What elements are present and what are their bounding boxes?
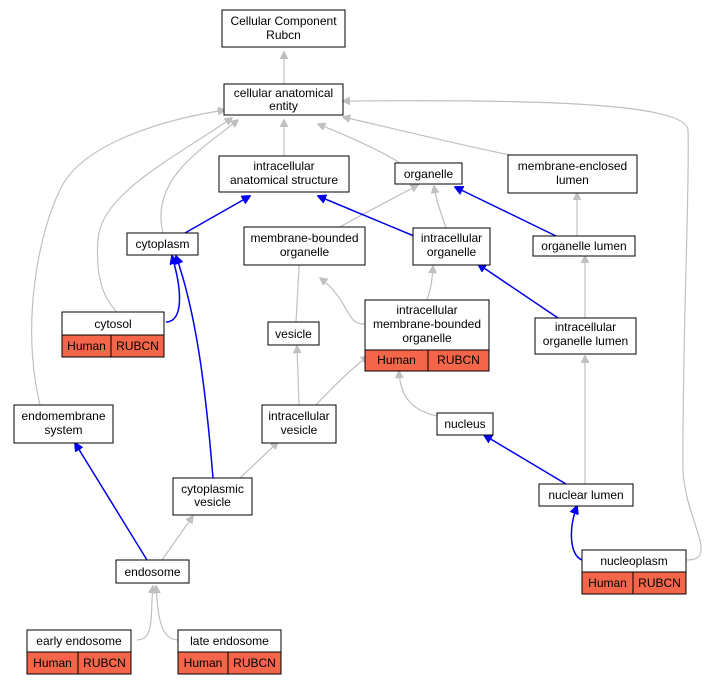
node-imbo-line-2: membrane-bounded — [373, 317, 481, 331]
edge-endosome-cv — [161, 516, 193, 561]
annotation-gene-late-endosome: RUBCN — [233, 656, 276, 670]
edge-nl-nucleus — [484, 435, 567, 485]
node-cytosol[interactable]: cytosol Human RUBCN — [61, 311, 165, 358]
node-nl-line-1: nuclear lumen — [548, 488, 623, 502]
edge-np-nl — [571, 506, 583, 561]
node-endo-line-1: endomembrane — [21, 409, 105, 423]
edges — [31, 52, 702, 641]
node-intracellular-organelle[interactable]: intracellular organelle — [412, 227, 491, 266]
edge-io-organelle — [434, 186, 447, 229]
node-nucleoplasm[interactable]: nucleoplasm Human RUBCN — [581, 549, 687, 595]
edge-iol-io — [478, 264, 559, 319]
node-late-endosome[interactable]: late endosome Human RUBCN — [177, 629, 282, 675]
node-endosome[interactable]: endosome — [115, 559, 190, 584]
edge-cytoplasm-ias — [184, 196, 250, 234]
node-iv-line-1: intracellular — [268, 409, 329, 423]
node-mel-line-1: membrane-enclosed — [518, 159, 627, 173]
edge-cv-iv — [239, 442, 278, 479]
edge-mel-cae — [343, 117, 511, 156]
node-cytoplasm-line-1: cytoplasm — [135, 237, 189, 251]
node-nucleus[interactable]: nucleus — [436, 412, 494, 436]
node-mbo-line-2: organelle — [280, 245, 330, 259]
node-imbo-line-3: organelle — [402, 331, 452, 345]
edge-imbo-io — [426, 266, 433, 301]
node-le-line-1: late endosome — [190, 634, 269, 648]
edge-le-endosome — [156, 586, 179, 641]
edge-endosome-endo — [75, 443, 148, 561]
node-cv-line-2: vesicle — [194, 495, 231, 509]
node-root[interactable]: Cellular Component Rubcn — [221, 9, 346, 48]
node-iv-line-2: vesicle — [281, 423, 318, 437]
node-iol-line-1: intracellular — [555, 320, 616, 334]
node-early-endosome[interactable]: early endosome Human RUBCN — [26, 629, 132, 675]
node-organelle[interactable]: organelle — [394, 162, 463, 185]
node-ol-line-1: organelle lumen — [541, 239, 626, 253]
edge-np-cae — [343, 101, 702, 561]
node-cytoplasm[interactable]: cytoplasm — [126, 232, 199, 256]
edge-endo-cae — [31, 110, 225, 406]
node-vesicle-line-1: vesicle — [275, 327, 312, 341]
node-intracellular-membrane-bounded-organelle[interactable]: intracellular membrane-bounded organelle… — [364, 299, 490, 372]
node-endosome-line-1: endosome — [124, 565, 180, 579]
node-endo-line-2: system — [44, 423, 82, 437]
node-cae-line-2: entity — [269, 99, 298, 113]
edge-ee-endosome — [136, 586, 153, 641]
node-iol-line-2: organelle lumen — [543, 334, 628, 348]
edge-ol-organelle — [455, 187, 557, 237]
node-organelle-line-1: organelle — [404, 167, 454, 181]
node-nucleus-line-1: nucleus — [444, 417, 485, 431]
annotation-species-nucleoplasm: Human — [588, 576, 627, 590]
node-mbo-line-1: membrane-bounded — [250, 231, 358, 245]
node-endomembrane-system[interactable]: endomembrane system — [13, 404, 114, 444]
node-cv-line-1: cytoplasmic — [181, 482, 244, 496]
node-cytosol-line-1: cytosol — [94, 317, 131, 331]
node-np-line-1: nucleoplasm — [600, 554, 667, 568]
edge-cytosol-cytoplasm — [165, 256, 181, 323]
node-cellular-anatomical-entity[interactable]: cellular anatomical entity — [223, 83, 344, 116]
edge-mbo-organelle — [335, 185, 418, 230]
annotation-gene-early-endosome: RUBCN — [83, 656, 126, 670]
annotation-species-cytosol: Human — [67, 339, 106, 353]
annotation-gene-cytosol: RUBCN — [116, 339, 159, 353]
node-intracellular-vesicle[interactable]: intracellular vesicle — [261, 404, 337, 444]
node-membrane-bounded-organelle[interactable]: membrane-bounded organelle — [243, 226, 366, 266]
node-intracellular-organelle-lumen[interactable]: intracellular organelle lumen — [534, 317, 637, 355]
edge-imbo-mbo — [320, 278, 366, 325]
node-cae-line-1: cellular anatomical — [234, 86, 333, 100]
edge-organelle-cae — [318, 124, 401, 164]
annotation-species-early-endosome: Human — [33, 656, 72, 670]
node-root-line-2: Rubcn — [266, 28, 301, 42]
node-ias-line-1: intracellular — [253, 159, 314, 173]
node-membrane-enclosed-lumen[interactable]: membrane-enclosed lumen — [507, 154, 638, 194]
node-intracellular-anatomical-structure[interactable]: intracellular anatomical structure — [218, 155, 350, 193]
edge-cytoplasm-cae — [160, 120, 238, 234]
edge-io-ias — [318, 196, 415, 237]
annotation-gene-nucleoplasm: RUBCN — [638, 576, 681, 590]
node-ee-line-1: early endosome — [36, 634, 122, 648]
node-io-line-2: organelle — [427, 245, 477, 259]
annotation-species-imbo: Human — [377, 353, 416, 367]
node-cytoplasmic-vesicle[interactable]: cytoplasmic vesicle — [172, 477, 253, 516]
node-vesicle[interactable]: vesicle — [267, 321, 320, 346]
annotation-gene-imbo: RUBCN — [437, 353, 480, 367]
node-imbo-line-1: intracellular — [396, 303, 457, 317]
node-nuclear-lumen[interactable]: nuclear lumen — [538, 483, 634, 507]
node-io-line-1: intracellular — [421, 231, 482, 245]
edge-cytosol-cae — [96, 118, 232, 313]
node-root-line-1: Cellular Component — [230, 14, 337, 28]
edge-nucleus-imbo — [399, 371, 438, 417]
edge-iv-vesicle — [297, 346, 299, 406]
edge-iv-imbo — [315, 356, 368, 406]
node-organelle-lumen[interactable]: organelle lumen — [532, 235, 636, 257]
annotation-species-late-endosome: Human — [184, 656, 223, 670]
node-ias-line-2: anatomical structure — [230, 173, 338, 187]
edge-cv-cytoplasm — [176, 256, 214, 479]
node-mel-line-2: lumen — [556, 173, 589, 187]
